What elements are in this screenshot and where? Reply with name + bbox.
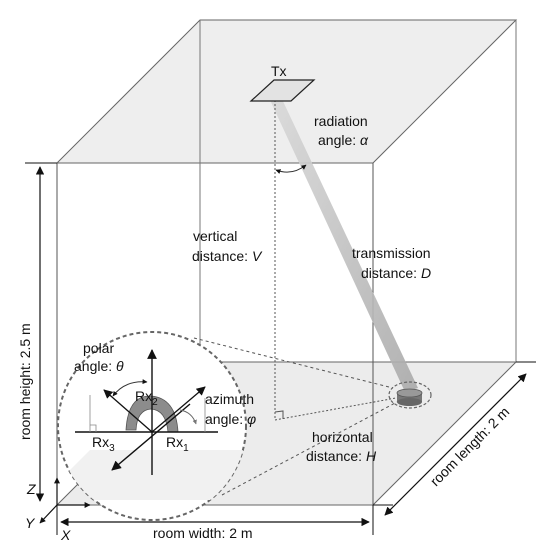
polar-right-angle [90,424,97,432]
axis-z-label: Z [26,481,36,497]
receiver-top [396,388,423,398]
azimuth-label-line2: angle: φ [205,411,256,427]
polar-label-line1: polar [83,340,114,356]
azimuth-angle-arc [179,409,197,425]
rx1-label: Rx1 [166,434,189,454]
rx2-label: Rx2 [135,388,158,408]
radiation-angle-arc [275,164,307,174]
tx-label: Tx [271,63,287,79]
radiation-label-line1: radiation [314,113,368,129]
right-angle-marker [274,410,284,419]
rx3-label: Rx3 [92,434,115,454]
azimuth-label-line1: azimuth [205,391,254,407]
radiation-label-line2: angle: α [318,132,369,148]
length-dimension-line [384,373,527,516]
polar-label-line2: angle: θ [74,358,124,374]
room-height-label: room height: 2.5 m [17,323,33,440]
axis-y-label: Y [25,515,36,531]
polar-angle-arc [112,379,148,397]
zoom-line-top [193,337,394,389]
zoom-axis-depth [111,403,191,471]
transmission-label-line2: distance: D [361,265,431,281]
horizontal-label-line2: distance: H [306,448,377,464]
transmission-beam [270,97,418,392]
axis-x-label: X [60,527,71,543]
zoom-floor [58,450,246,500]
axis-y-line [39,504,58,524]
receiver-bottom [397,398,422,406]
horizontal-label-line1: horizontal [312,429,373,445]
azimuth-direction-arrow [151,386,206,433]
room-width-label: room width: 2 m [153,525,253,541]
vertical-label-line2: distance: V [192,248,263,264]
tx-emitter [249,79,316,102]
vertical-label-line1: vertical [193,228,237,244]
polar-direction-arrow [103,389,153,433]
transmission-label-line1: transmission [352,245,431,261]
